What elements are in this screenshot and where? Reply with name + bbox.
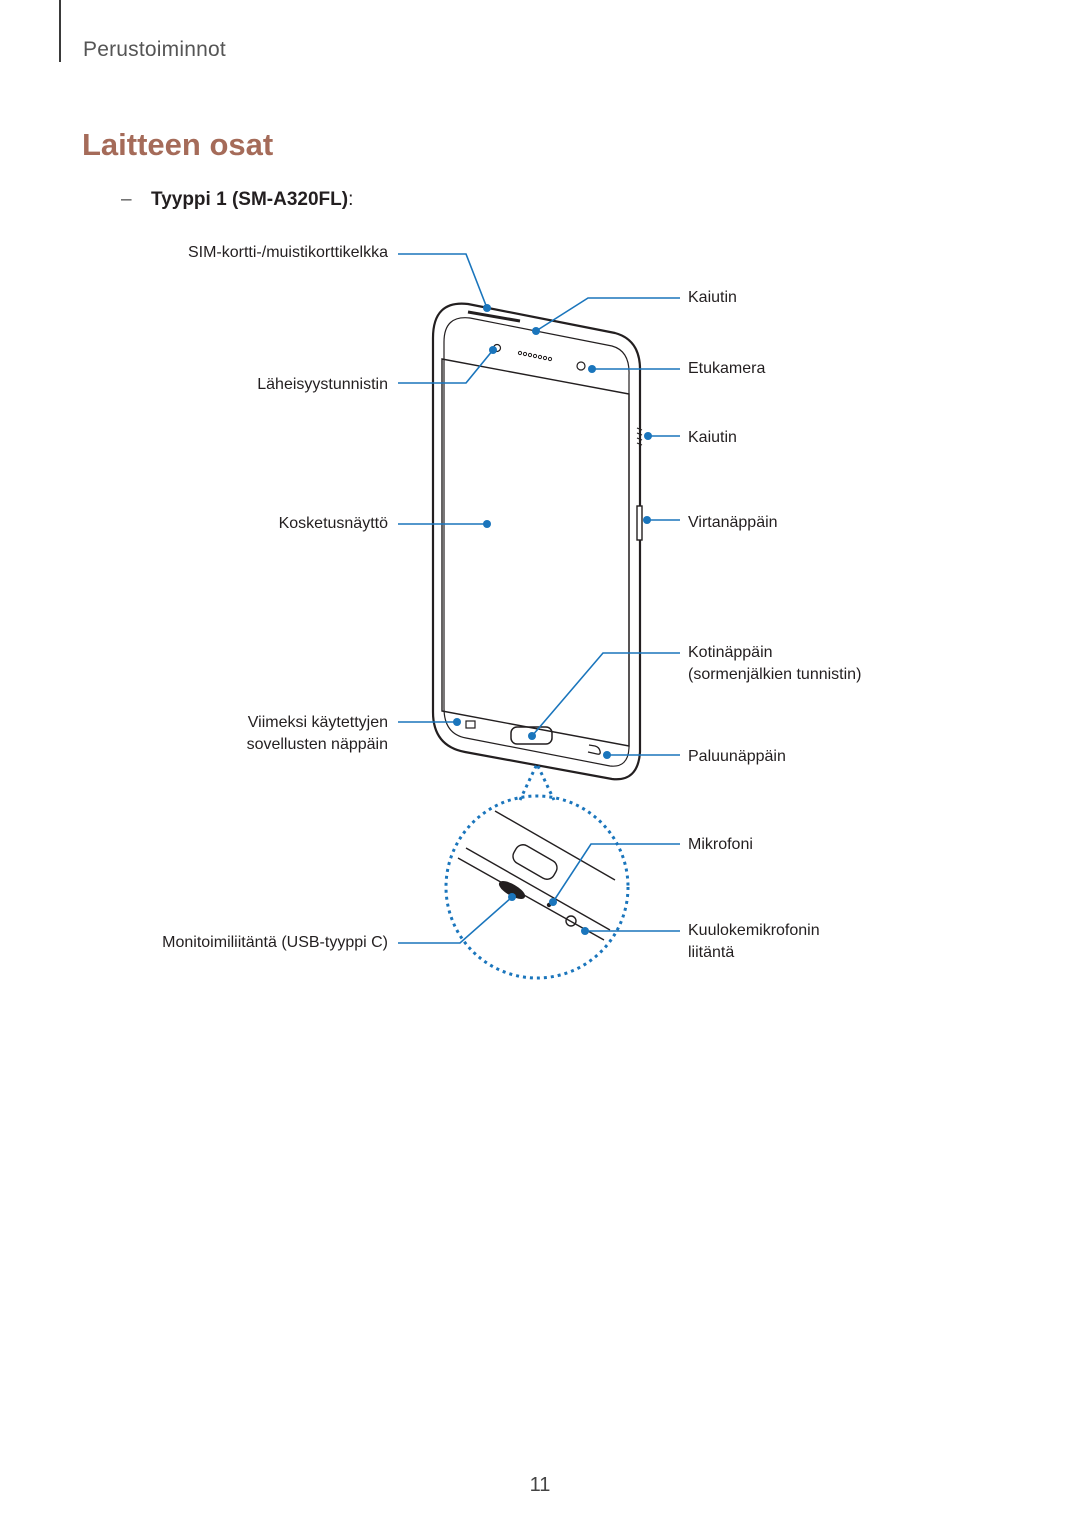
callout-mic [552,843,680,903]
label-speaker-top: Kaiutin [688,289,737,306]
subtitle-text: Tyyppi 1 (SM-A320FL) [151,189,349,210]
power-key-body [636,505,643,541]
phone-outer-body [431,302,642,781]
bottom-edge-line-1 [465,847,611,931]
home-key-body [510,726,553,745]
dot-speaker-top [532,327,540,335]
page-title: Laitteen osat [82,127,274,162]
callout-speaker-top [535,297,680,332]
back-key-arrow [587,744,601,755]
zoom-circle [444,794,630,980]
earpiece-grille [517,350,553,362]
home-key-zoom [512,844,558,880]
callout-proximity [398,349,494,384]
label-home-key-line2: (sormenjälkien tunnistin) [688,666,862,683]
label-speaker-side: Kaiutin [688,429,737,446]
page-number: 11 [529,1474,551,1496]
label-home-key: Kotinäppäin (sormenjälkien tunnistin) [688,642,861,686]
header-rule [59,0,61,62]
label-touchscreen: Kosketusnäyttö [278,515,388,532]
dot-sim [483,304,491,312]
label-power-key: Virtanäppäin [688,514,778,531]
label-back-key: Paluunäppäin [688,748,786,765]
label-home-key-line1: Kotinäppäin [688,644,773,661]
phone-front-illustration [431,302,643,781]
phone-inner-bezel [443,317,630,767]
callout-home [531,652,680,737]
dot-mic [549,898,557,906]
dot-usb [508,893,516,901]
label-sim-tray: SIM-kortti-/muistikorttikelkka [187,244,388,261]
section-header: Perustoiminnot [83,38,226,61]
subtitle-dash: – [121,189,132,210]
bottom-edge-zoom [444,760,630,980]
touchscreen-area [441,358,630,747]
label-recent-apps-line2: sovellusten näppäin [246,736,388,753]
dot-camera [588,365,596,373]
label-headset-jack-line2: liitäntä [688,944,735,961]
label-recent-apps-line1: Viimeksi käytettyjen [247,714,388,731]
callout-lines [398,253,680,944]
dot-touchscreen [483,520,491,528]
label-microphone: Mikrofoni [688,836,753,853]
dot-recent [453,718,461,726]
callout-sim [398,253,488,309]
bottom-edge-line-3 [494,810,616,881]
dot-power [643,516,651,524]
label-recent-apps: Viimeksi käytettyjen sovellusten näppäin [247,712,388,756]
label-proximity-sensor: Läheisyystunnistin [257,376,388,393]
label-usb-port: Monitoimiliitäntä (USB-tyyppi C) [162,934,388,951]
headset-jack-zoom [565,915,577,927]
front-camera-lens [576,361,586,371]
dot-proximity [489,346,497,354]
dot-back [603,751,611,759]
label-headset-jack-line1: Kuulokemikrofonin [688,922,820,939]
dot-headset [581,927,589,935]
callout-dots [453,304,652,935]
bottom-edge-line-2 [457,857,605,941]
label-headset-jack: Kuulokemikrofonin liitäntä [688,920,820,964]
recent-apps-key [465,720,476,729]
dot-home [528,732,536,740]
model-subtitle: –Tyyppi 1 (SM-A320FL): [121,189,353,211]
top-edge-sim [467,310,521,323]
dot-speaker-side [644,432,652,440]
side-speaker-marks [636,427,643,446]
label-front-camera: Etukamera [688,360,766,377]
callout-usb [398,896,513,944]
subtitle-colon: : [348,189,354,210]
